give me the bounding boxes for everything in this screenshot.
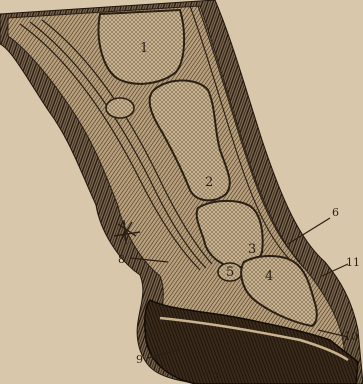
callout-11: 11	[346, 256, 360, 269]
callout-10: 10	[344, 330, 358, 343]
bone-label-2: 2	[205, 175, 213, 190]
callout-8: 8	[118, 253, 125, 266]
callout-7: 7	[212, 371, 219, 384]
callout-9: 9	[136, 353, 143, 366]
callout-6: 6	[332, 206, 339, 219]
bone-label-5: 5	[226, 265, 234, 280]
bone-label-1: 1	[140, 41, 148, 56]
sesamoid-bone	[106, 98, 134, 118]
bone-label-4: 4	[265, 269, 273, 284]
bone-label-3: 3	[248, 242, 256, 257]
